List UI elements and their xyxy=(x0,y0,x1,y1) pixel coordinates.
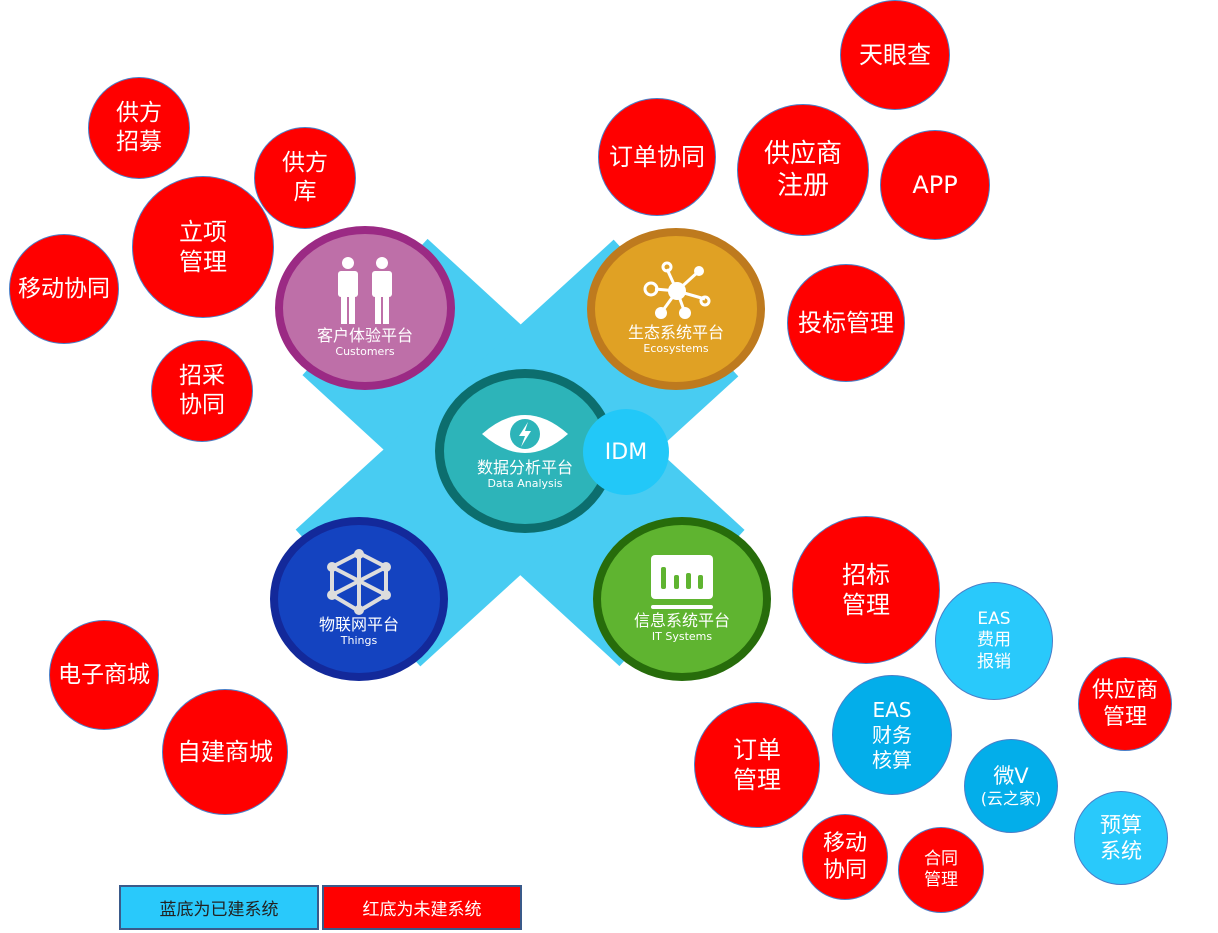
system-bubble-supplier-mgmt: 供应商管理 xyxy=(1078,657,1172,751)
bubble-label-line: 费用 xyxy=(977,630,1011,651)
system-bubble-contract-mgmt: 合同管理 xyxy=(898,827,984,913)
bubble-label-line: EAS xyxy=(977,609,1011,630)
bubble-label-line: 订单协同 xyxy=(609,143,705,171)
idm-label: IDM xyxy=(604,439,648,465)
bubble-label-line: (云之家) xyxy=(980,789,1042,809)
bubble-label-line: 管理 xyxy=(733,766,781,794)
legend-built-label: 蓝底为已建系统 xyxy=(159,900,279,920)
bubble-label-line: 立项 xyxy=(179,218,227,246)
bubble-label-line: 财务 xyxy=(872,722,912,747)
chart-monitor-icon xyxy=(651,555,713,610)
platform-title: 数据分析平台 xyxy=(476,458,573,478)
system-bubble-own-mall: 自建商城 xyxy=(162,689,288,815)
bubble-label-line: 招采 xyxy=(179,363,225,390)
platform-customers: 客户体验平台 Customers xyxy=(275,226,455,390)
bubble-label-line: 管理 xyxy=(842,591,890,619)
bubble-label-line: 预算 xyxy=(1100,812,1142,837)
bubble-label-line: 管理 xyxy=(179,248,227,276)
platform-subtitle: Ecosystems xyxy=(643,342,709,356)
cube-network-icon xyxy=(327,549,391,616)
bubble-label-line: 合同 xyxy=(924,848,958,869)
bubble-label-line: 移动协同 xyxy=(18,275,110,302)
legend-unbuilt: 红底为未建系统 xyxy=(322,885,522,930)
bubble-label-line: APP xyxy=(912,171,958,199)
system-bubble-bid-mgmt: 投标管理 xyxy=(787,264,905,382)
bubble-label-line: 管理 xyxy=(1102,705,1147,730)
system-bubble-order-mgmt: 订单管理 xyxy=(694,702,820,828)
bubble-label-line: 报销 xyxy=(977,651,1011,672)
eye-icon xyxy=(482,415,568,454)
platform-title: 生态系统平台 xyxy=(627,323,724,343)
bubble-label-line: 管理 xyxy=(924,870,958,890)
platform-subtitle: Data Analysis xyxy=(487,477,563,491)
system-bubble-supplier-register: 供应商注册 xyxy=(737,104,869,236)
system-bubble-budget: 预算系统 xyxy=(1074,791,1168,885)
bubble-label-line: 招标 xyxy=(842,561,890,589)
legend-built: 蓝底为已建系统 xyxy=(119,885,319,930)
bubble-label-line: 自建商城 xyxy=(177,738,273,766)
system-bubble-app: APP xyxy=(880,130,990,240)
platform-subtitle: Things xyxy=(340,634,378,648)
bubble-label-line: 协同 xyxy=(179,392,225,418)
bubble-label-line: 供应商 xyxy=(1091,677,1158,703)
platform-title: 客户体验平台 xyxy=(316,326,413,346)
bubble-label-line: 移动 xyxy=(822,830,867,856)
system-bubble-supplier-lib: 供方库 xyxy=(254,127,356,229)
bubble-label-line: 微V xyxy=(993,763,1029,788)
platform-ecosystems: 生态系统平台 Ecosystems xyxy=(587,228,765,390)
network-icon xyxy=(643,261,711,320)
platform-subtitle: Customers xyxy=(335,345,395,359)
system-bubble-mobile-collab-right: 移动协同 xyxy=(802,814,888,900)
bubble-label-line: 订单 xyxy=(733,736,781,764)
bubble-label-line: 天眼查 xyxy=(859,41,931,69)
system-bubble-mobile-collab-left: 移动协同 xyxy=(9,234,119,344)
platform-it-systems: 信息系统平台 IT Systems xyxy=(593,517,771,681)
legend-unbuilt-label: 红底为未建系统 xyxy=(362,900,482,920)
bubble-label-line: 供方 xyxy=(116,100,162,127)
idm-badge: IDM xyxy=(583,409,669,495)
bubble-label-line: 招募 xyxy=(116,129,162,155)
platform-things: 物联网平台 Things xyxy=(270,517,448,681)
system-bubble-supplier-recruit: 供方招募 xyxy=(88,77,190,179)
system-bubble-tianyancha: 天眼查 xyxy=(840,0,950,110)
platform-subtitle: IT Systems xyxy=(651,630,713,644)
system-bubble-procure-collab: 招采协同 xyxy=(151,340,253,442)
bubble-label-line: 协同 xyxy=(822,858,867,883)
bubble-label-line: 系统 xyxy=(1100,839,1142,863)
system-bubble-e-mall: 电子商城 xyxy=(49,620,159,730)
bubble-label-line: 电子商城 xyxy=(58,661,150,688)
platform-title: 物联网平台 xyxy=(318,615,399,635)
bubble-label-line: 注册 xyxy=(776,171,829,201)
bubble-label-line: 投标管理 xyxy=(798,309,894,337)
bubble-label-line: EAS xyxy=(872,697,912,722)
bubble-label-line: 库 xyxy=(293,179,317,205)
bubble-label-line: 供应商 xyxy=(763,138,842,169)
people-icon xyxy=(338,257,392,325)
platform-title: 信息系统平台 xyxy=(633,611,730,631)
system-bubble-project-mgmt: 立项管理 xyxy=(132,176,274,318)
system-bubble-weiv: 微V(云之家) xyxy=(964,739,1058,833)
system-bubble-tender-mgmt: 招标管理 xyxy=(792,516,940,664)
bubble-label-line: 核算 xyxy=(872,747,912,772)
bubble-label-line: 供方 xyxy=(282,150,328,177)
system-bubble-order-collab: 订单协同 xyxy=(598,98,716,216)
